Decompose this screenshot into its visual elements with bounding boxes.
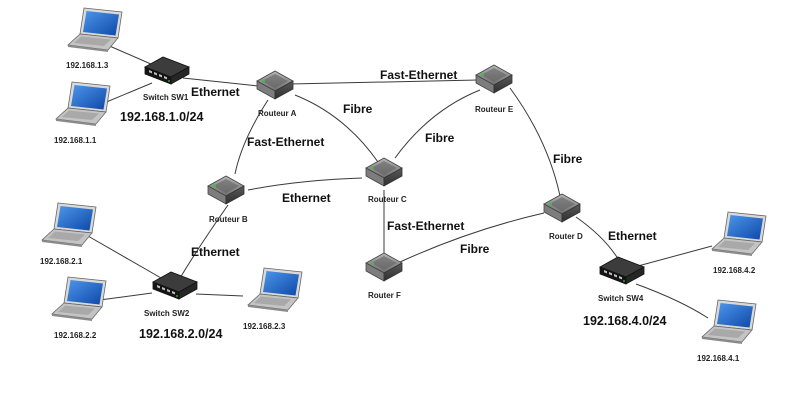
- laptop-icon: [247, 267, 303, 313]
- laptop-label: 192.168.2.1: [40, 257, 83, 266]
- link-routeur-b-sw2: [179, 204, 229, 279]
- router-f: Router F: [365, 252, 403, 300]
- routeur-e: Routeur E: [475, 64, 514, 114]
- router-icon: [256, 70, 294, 100]
- link-sw4-pc42: [637, 245, 713, 267]
- laptop-label: 192.168.2.2: [54, 331, 97, 340]
- switch-sw2: Switch SW2: [144, 271, 198, 318]
- link-sw4-pc41: [635, 283, 709, 319]
- router-icon: [207, 175, 245, 205]
- link-label-sw1-routeur-a: Ethernet: [191, 85, 240, 99]
- router-d: Router D: [543, 193, 583, 241]
- link-label-routeur-a-routeur-b: Fast-Ethernet: [247, 135, 324, 149]
- network-label-4: 192.168.4.0/24: [583, 314, 666, 328]
- network-label-1: 192.168.1.0/24: [120, 110, 203, 124]
- laptop-icon: [55, 81, 111, 127]
- router-icon: [543, 193, 581, 223]
- routeur-c: Routeur C: [365, 157, 407, 204]
- router-label: Router D: [549, 232, 583, 241]
- laptop-label: 192.168.1.1: [54, 136, 97, 145]
- laptop-192-168-2-3: 192.168.2.3: [243, 267, 303, 331]
- link-label-routeur-e-router-d: Fibre: [553, 152, 583, 166]
- link-routeur-e-router-d: [509, 87, 561, 197]
- links: [87, 43, 713, 319]
- switch-sw4: Switch SW4: [598, 256, 645, 303]
- link-label-routeur-b-routeur-c: Ethernet: [282, 191, 331, 205]
- switch-label: Switch SW2: [144, 309, 190, 318]
- switch-sw1: Switch SW1: [143, 56, 190, 102]
- router-label: Routeur E: [475, 105, 514, 114]
- router-label: Routeur C: [368, 195, 407, 204]
- link-sw2-pc23: [195, 293, 244, 297]
- routeur-a: Routeur A: [256, 70, 297, 118]
- router-label: Routeur B: [209, 215, 248, 224]
- network-label-2: 192.168.2.0/24: [139, 327, 222, 341]
- link-sw1-routeur-a: [182, 77, 259, 87]
- router-label: Router F: [368, 291, 401, 300]
- laptop-icon: [67, 7, 123, 53]
- link-routeur-a-routeur-b: [234, 99, 269, 175]
- link-label-router-f-router-d: Fibre: [460, 242, 490, 256]
- switch-icon: [152, 271, 198, 300]
- switch-icon: [144, 56, 190, 85]
- laptop-icon: [711, 211, 767, 257]
- laptop-label: 192.168.1.3: [66, 61, 109, 70]
- laptop-192-168-4-2: 192.168.4.2: [711, 211, 767, 275]
- laptop-192-168-2-1: 192.168.2.1: [40, 202, 97, 266]
- link-routeur-a-routeur-c: [294, 94, 379, 163]
- laptop-label: 192.168.2.3: [243, 322, 286, 331]
- laptop-192-168-1-1: 192.168.1.1: [54, 81, 111, 145]
- link-label-routeur-c-router-f: Fast-Ethernet: [387, 219, 464, 233]
- router-icon: [475, 64, 513, 94]
- router-label: Routeur A: [258, 109, 297, 118]
- link-label-router-d-sw4: Ethernet: [608, 229, 657, 243]
- laptop-192-168-2-2: 192.168.2.2: [51, 276, 107, 340]
- link-routeur-a-routeur-e: [289, 79, 479, 85]
- laptop-label: 192.168.4.1: [697, 354, 740, 363]
- link-routeur-c-routeur-e: [394, 89, 481, 159]
- laptop-icon: [41, 202, 97, 248]
- link-label-routeur-a-routeur-e: Fast-Ethernet: [380, 68, 457, 82]
- link-pc21-sw2: [87, 235, 169, 283]
- link-routeur-b-routeur-c: [247, 177, 363, 191]
- router-icon: [365, 252, 403, 282]
- laptop-label: 192.168.4.2: [713, 266, 756, 275]
- link-label-routeur-a-routeur-c: Fibre: [343, 102, 373, 116]
- laptop-192-168-1-3: 192.168.1.3: [66, 7, 123, 70]
- switch-label: Switch SW4: [598, 294, 644, 303]
- link-label-routeur-b-sw2: Ethernet: [191, 245, 240, 259]
- link-label-routeur-c-routeur-e: Fibre: [425, 131, 455, 145]
- switch-icon: [599, 256, 645, 285]
- laptop-icon: [701, 299, 757, 345]
- router-icon: [365, 157, 403, 187]
- laptop-icon: [51, 276, 107, 322]
- switch-label: Switch SW1: [143, 93, 189, 102]
- routeur-b: Routeur B: [207, 175, 248, 224]
- link-router-f-router-d: [399, 212, 545, 263]
- laptop-192-168-4-1: 192.168.4.1: [697, 299, 757, 363]
